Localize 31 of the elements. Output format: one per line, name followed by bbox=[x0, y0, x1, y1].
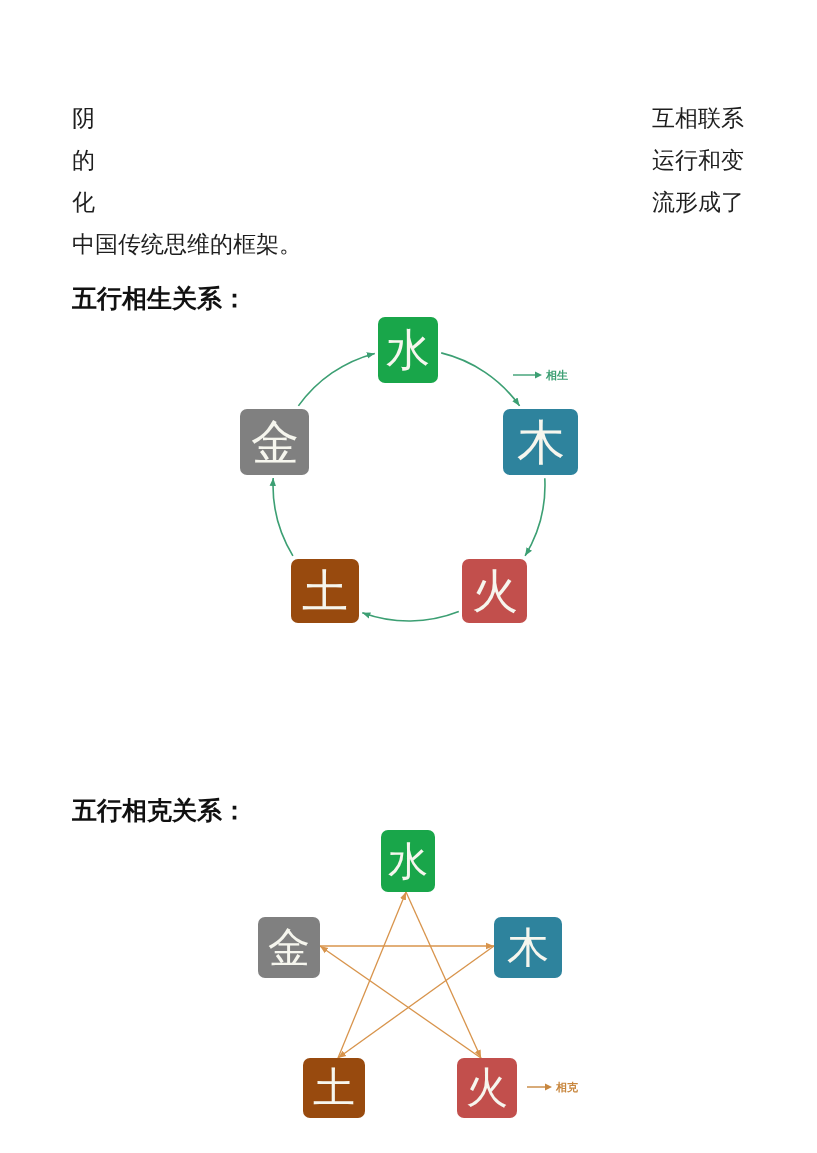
arrow bbox=[337, 891, 407, 1059]
arrow bbox=[524, 477, 546, 557]
paragraph-text: 运行和变 bbox=[652, 149, 744, 172]
arrow bbox=[440, 352, 521, 407]
arrow bbox=[319, 942, 495, 950]
paragraph-text: 中国传统思维的框架。 bbox=[72, 233, 302, 256]
arrow bbox=[361, 610, 460, 622]
arrow bbox=[270, 477, 294, 557]
arrow bbox=[405, 891, 482, 1059]
paragraph-text: 化 bbox=[72, 191, 95, 214]
paragraph-text: 阴 bbox=[72, 107, 95, 130]
arrow bbox=[319, 945, 482, 1059]
paragraph-text: 的 bbox=[72, 149, 95, 172]
legend-label: 相生 bbox=[546, 369, 568, 381]
element-tile: 土 bbox=[291, 559, 359, 623]
element-tile: 火 bbox=[462, 559, 527, 623]
arrow bbox=[297, 352, 376, 407]
paragraph-text: 互相联系 bbox=[652, 107, 744, 130]
legend-label: 相克 bbox=[556, 1081, 578, 1093]
element-tile: 水 bbox=[378, 317, 438, 383]
section-heading: 五行相克关系： bbox=[72, 798, 247, 823]
element-tile: 火 bbox=[457, 1058, 517, 1118]
element-tile: 土 bbox=[303, 1058, 365, 1118]
element-tile: 木 bbox=[503, 409, 578, 475]
section-heading: 五行相生关系： bbox=[72, 286, 247, 311]
element-tile: 木 bbox=[494, 917, 562, 978]
paragraph-text: 流形成了 bbox=[652, 191, 744, 214]
element-tile: 金 bbox=[240, 409, 309, 475]
element-tile: 水 bbox=[381, 830, 435, 892]
arrow bbox=[337, 945, 495, 1059]
element-tile: 金 bbox=[258, 917, 320, 978]
